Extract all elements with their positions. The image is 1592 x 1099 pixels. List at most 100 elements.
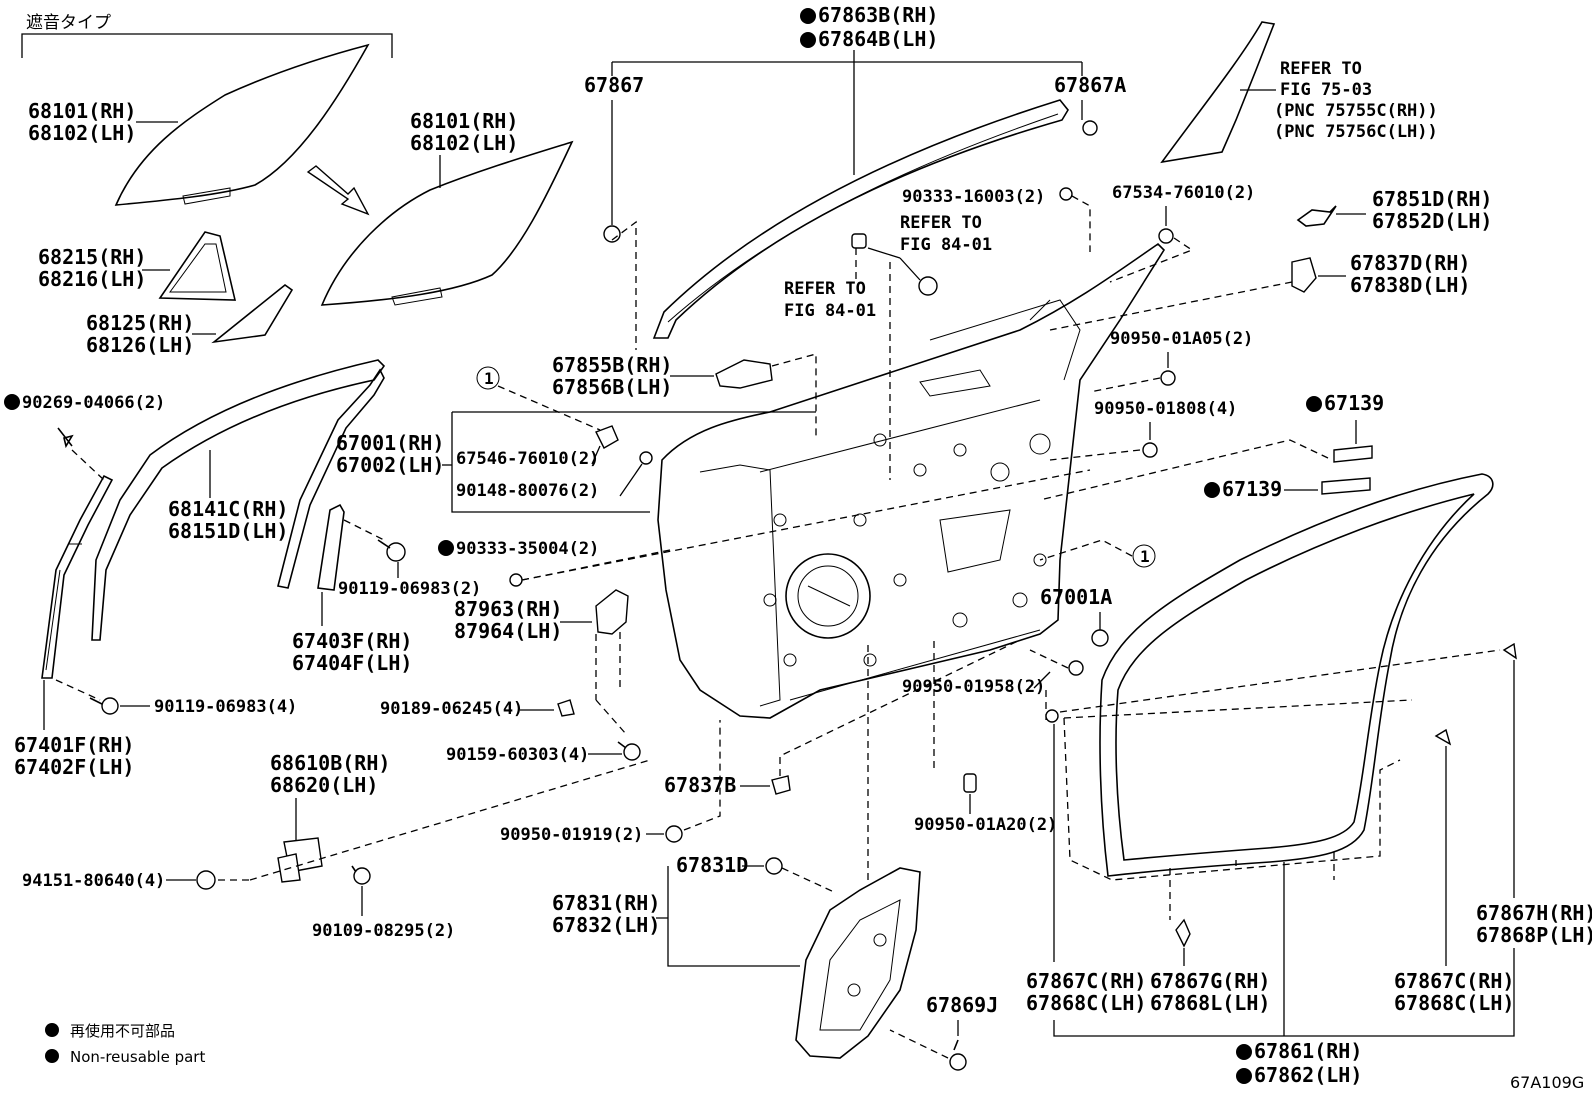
label-90950-01a05: 90950-01A05(2) [1110,329,1253,349]
clip-90950-01919 [665,825,683,843]
label-67404-lh: 67404F(LH) [292,651,412,675]
label-68610-rh: 68610B(RH) [270,751,390,775]
bolt-90159 [617,741,641,761]
dash-84-01 [855,248,891,480]
ref-circle-a-label: 1 [484,369,494,388]
refer-84b-line2: FIG 84-01 [784,301,876,321]
ref-circle-b [1132,544,1156,568]
leader-90950-01958 [1033,671,1051,689]
dash-67831d [781,867,835,893]
label-68101-rh: 68101(RH) [410,109,518,133]
label-90269: 90269-04066(2) [22,393,165,413]
legend-nonreusable-jp: 再使用不可部品 [70,1022,175,1040]
dash-67139 [1039,439,1329,501]
nonreusable-dot [800,8,816,24]
nonreusable-dot [800,32,816,48]
bolt-90119-b [89,697,119,715]
legend-nonreusable-en: Non-reusable part [70,1048,205,1066]
door-frame-molding-67863 [652,99,1069,339]
dash-68610 [249,759,651,881]
label-90119-b: 90119-06983(4) [154,697,297,717]
nonreusable-dot [4,394,20,410]
label-67838d-lh: 67838D(LH) [1350,273,1470,297]
dash-90269 [71,449,105,481]
fastener-84-01 [851,233,938,296]
fastener-67831d [765,857,783,875]
dash-67534 [1109,237,1194,283]
leader-67863 [611,50,1083,175]
clip-90950-01808 [1142,442,1158,458]
label-67001-rh: 67001(RH) [336,431,444,455]
label-67867: 67867 [584,73,644,97]
label-68102-lh-top: 68102(LH) [28,121,136,145]
door-weatherstrip-67861 [1099,473,1494,877]
hinge-bracket-67855 [715,359,773,389]
bracket-87963 [595,589,629,635]
clip-67867h [1502,642,1517,660]
label-90109: 90109-08295(2) [312,921,455,941]
pad-67139-b [1321,477,1371,495]
dash-weatherstrip-clips [1169,852,1335,920]
label-90333-35004: 90333-35004(2) [456,539,599,559]
clip-67534 [1158,228,1174,244]
label-67864-lh: 67864B(LH) [818,27,938,51]
bracket-67837d [1291,257,1317,293]
label-67855-rh: 67855B(RH) [552,353,672,377]
label-90159: 90159-60303(4) [446,745,589,765]
dash-90950-01808 [1049,449,1141,461]
dash-90950-01958 [1029,649,1069,669]
bolt-90109 [351,865,371,885]
label-67831d: 67831D [676,853,748,877]
clip-90333-35004 [509,573,523,587]
label-90333-16003: 90333-16003(2) [902,187,1045,207]
clip-67867g [1175,918,1191,948]
clip-90950-01a05 [1160,370,1176,386]
label-67867c-rh-left: 67867C(RH) [1026,969,1146,993]
door-glass-upper [114,43,370,206]
dash-90950-01919 [683,720,721,831]
dash-67401 [55,679,101,701]
label-67867g-rh: 67867G(RH) [1150,969,1270,993]
channel-67401 [41,474,114,679]
label-67862-lh: 67862(LH) [1254,1063,1362,1087]
nonreusable-dot [1236,1068,1252,1084]
label-90950-01a20: 90950-01A20(2) [914,815,1057,835]
label-67401-rh: 67401F(RH) [14,733,134,757]
refer-75-line2: FIG 75-03 [1280,80,1372,100]
dash-90333-35004-long [521,469,1091,581]
refer-75-line4: (PNC 75756C(LH)) [1274,122,1438,142]
door-inner-panel-67001 [657,242,1166,719]
pad-67139-a [1333,445,1373,463]
label-67837d-rh: 67837D(RH) [1350,251,1470,275]
label-67868c-lh-right: 67868C(LH) [1394,991,1514,1015]
refer-75-line3: (PNC 75755C(RH)) [1274,101,1438,121]
label-67869j: 67869J [926,993,998,1017]
arrow-icon [306,165,370,216]
nonreusable-dot [1306,396,1322,412]
dash-ref-a [497,385,601,431]
nonreusable-dot [438,540,454,556]
dash-90950-01a05 [1089,377,1161,393]
label-94151: 94151-80640(4) [22,871,165,891]
dash-weatherstrip [1063,699,1413,881]
frame-strip-67001 [277,368,385,589]
label-68102-lh: 68102(LH) [410,131,518,155]
dash-ref-b [1039,539,1133,561]
ref-circle-a [476,366,500,390]
label-67002-lh: 67002(LH) [336,453,444,477]
weatherstrip-68141 [91,359,386,641]
label-67534: 67534-76010(2) [1112,183,1255,203]
clip-90333-16003 [1059,187,1073,201]
label-90950-01919: 90950-01919(2) [500,825,643,845]
corner-piece-68215 [158,231,237,301]
label-67867h-rh: 67867H(RH) [1476,901,1592,925]
label-90148: 90148-80076(2) [456,481,599,501]
leader-90148 [619,463,643,497]
clip-90950-01a20 [963,773,977,793]
leader-67831 [656,866,800,967]
channel-67403 [317,503,345,591]
label-68151-lh: 68151D(LH) [168,519,288,543]
nonreusable-dot [1236,1044,1252,1060]
label-67868c-lh-left: 67868C(LH) [1026,991,1146,1015]
label-90950-01958: 90950-01958(2) [902,677,1045,697]
